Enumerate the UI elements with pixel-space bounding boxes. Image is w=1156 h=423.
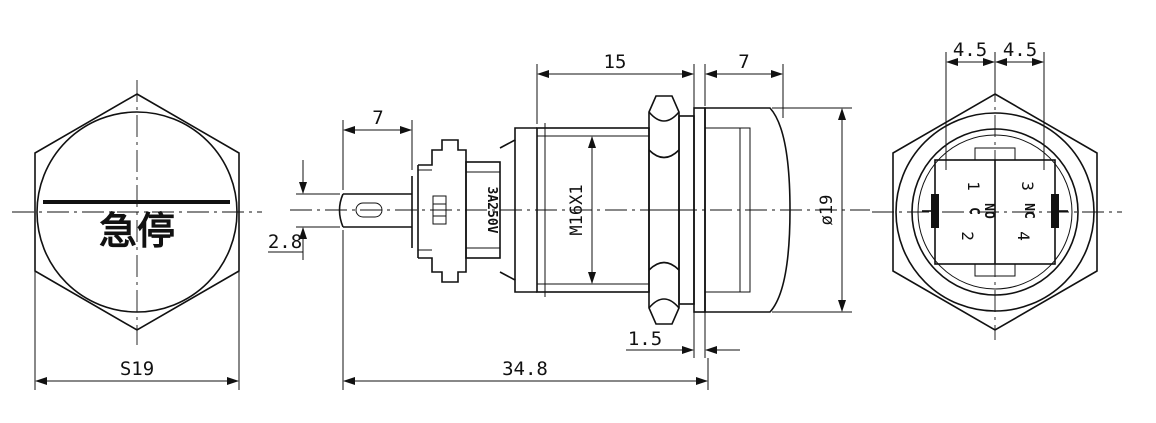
hex-nut-outline	[34, 93, 240, 331]
dim-pitch-left-label: 4.5	[953, 39, 987, 61]
inner-circle	[917, 134, 1073, 290]
dim-diameter-label: ø19	[817, 195, 837, 226]
button-cap-outline	[36, 111, 238, 313]
dim-terminal-label: 7	[372, 107, 383, 129]
rating-box	[465, 161, 501, 259]
button-label: 急停	[99, 209, 175, 253]
flange-outer-circle	[895, 112, 1095, 312]
block-tab	[974, 147, 1016, 161]
dim-head-label: 7	[738, 51, 749, 73]
housing-window	[432, 195, 447, 225]
terminal-3-label: 3	[1018, 181, 1037, 191]
body-step	[499, 127, 537, 293]
dim-thread-label: M16X1	[567, 184, 587, 235]
rear-housing	[411, 139, 467, 283]
dim-flange-label: 1.5	[628, 328, 662, 350]
dim-width-label: S19	[120, 358, 154, 380]
block-tab	[974, 263, 1016, 277]
contact-c-label: C	[966, 207, 981, 215]
side-view: 3A250V M16X1 7 2.8	[268, 51, 870, 390]
terminal-1-label: 1	[964, 181, 983, 191]
rear-view: 1 2 3 4 NO C NC 4.5 4.5	[872, 39, 1122, 340]
terminal-tab	[338, 193, 412, 228]
contact-nc-label: NC	[1021, 203, 1036, 219]
hex-nut-rear	[892, 93, 1098, 331]
hex-nut-facets	[648, 111, 680, 309]
rating-label: 3A250V	[484, 187, 499, 234]
button-head	[704, 107, 791, 313]
dim-total-label: 34.8	[502, 358, 548, 380]
dim-pitch-right-label: 4.5	[1003, 39, 1037, 61]
front-view: 急停 S19	[12, 80, 262, 390]
terminal-4-label: 4	[1014, 231, 1033, 241]
head-inner	[704, 127, 751, 293]
terminal-blade-left	[931, 194, 939, 228]
dim-tab-width-label: 2.8	[268, 231, 302, 253]
terminal-2-label: 2	[958, 231, 977, 241]
terminal-hole	[355, 202, 383, 218]
contact-no-label: NO	[981, 203, 996, 219]
terminal-blade-right	[1051, 194, 1059, 228]
body-circle	[911, 128, 1079, 296]
dim-body-label: 15	[604, 51, 627, 73]
